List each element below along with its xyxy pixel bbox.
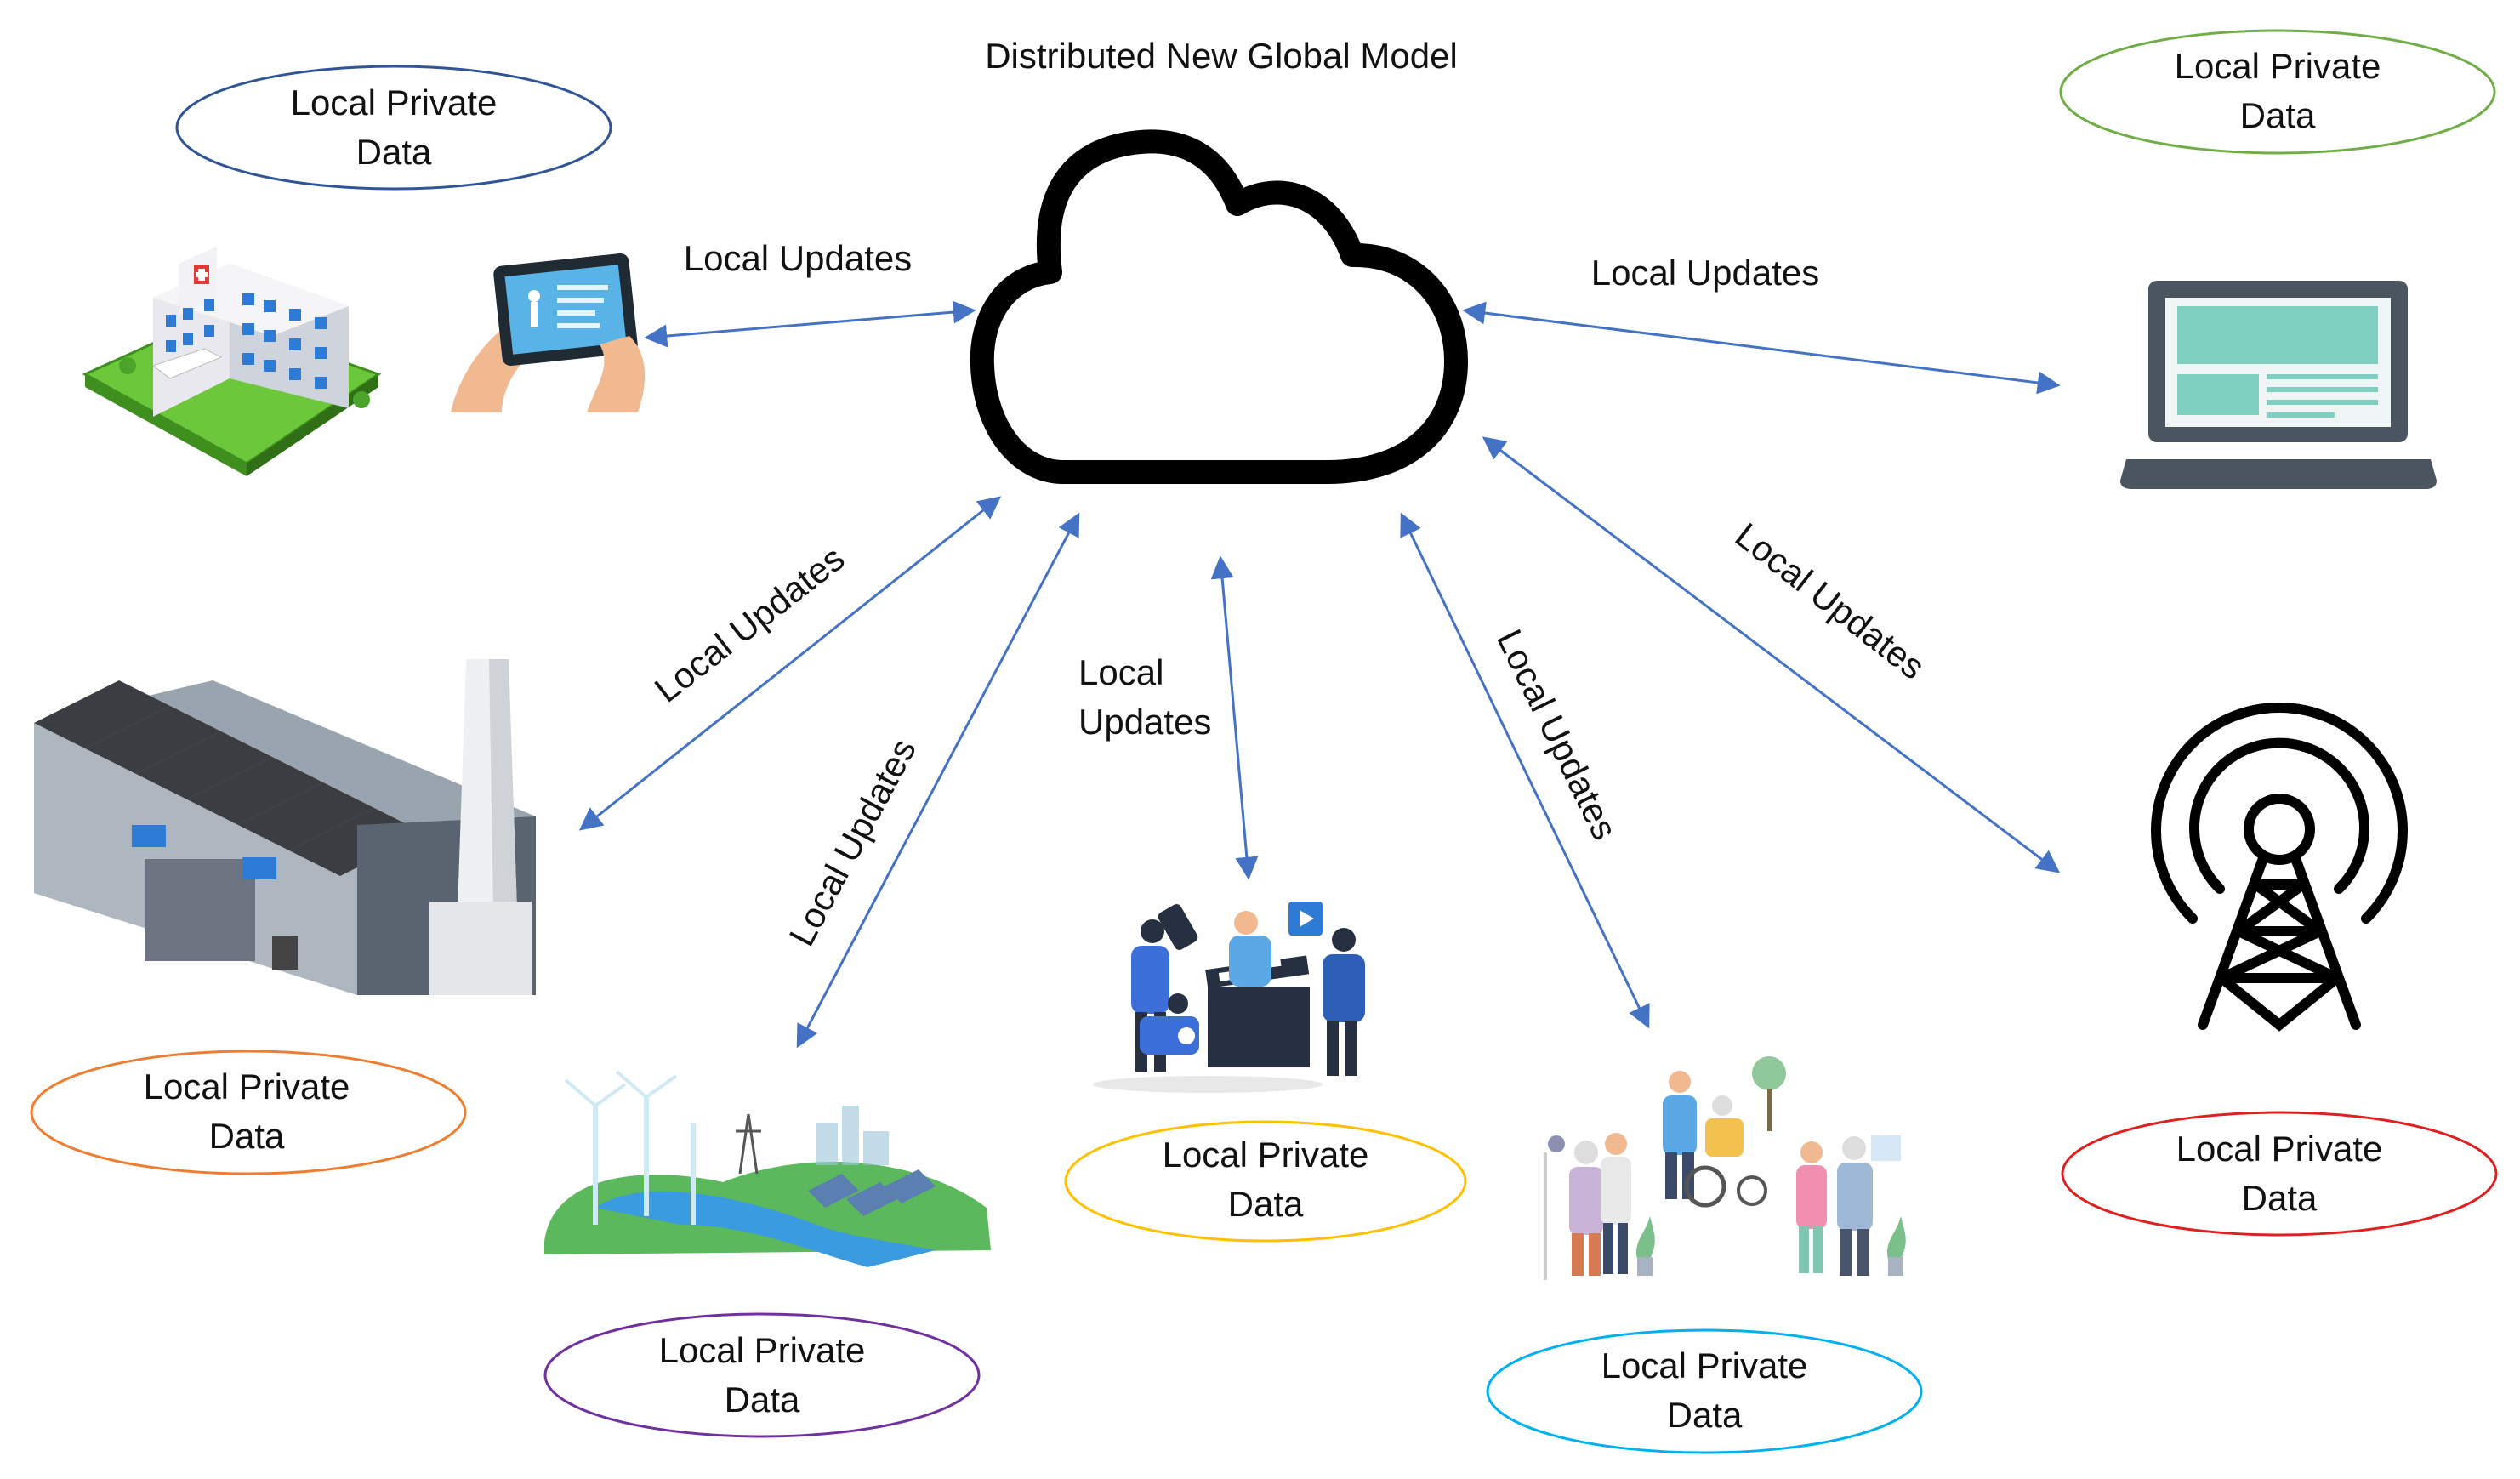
data-ellipse-care: Local Private Data xyxy=(1486,1328,1923,1454)
data-label-line1: Local Private xyxy=(2175,46,2381,86)
arrow-tower xyxy=(1482,436,2061,873)
data-ellipse-media: Local Private Data xyxy=(1064,1120,1467,1243)
data-label-line1: Local Private xyxy=(291,82,498,122)
data-ellipse-energy: Local Private Data xyxy=(543,1312,981,1438)
label-local-updates-hospital: Local Updates xyxy=(684,238,913,278)
data-label-line2: Data xyxy=(1228,1184,1304,1224)
data-label-line1: Local Private xyxy=(659,1330,866,1370)
arrow-care xyxy=(1400,512,1650,1029)
data-label-line1: Local Private xyxy=(1601,1345,1808,1385)
data-label-line1: Local Private xyxy=(144,1067,350,1106)
data-label-line2: Data xyxy=(209,1116,285,1156)
tablet-icon xyxy=(451,253,646,412)
data-label-line2: Data xyxy=(1667,1395,1743,1435)
hospital-icon xyxy=(82,247,382,476)
data-label-line2: Data xyxy=(356,132,432,172)
arrow-hospital xyxy=(644,300,976,348)
arrow-laptop xyxy=(1462,301,2061,395)
data-ellipse-tower: Local Private Data xyxy=(2061,1111,2498,1237)
label-local-updates-tower: Local Updates xyxy=(1728,515,1933,686)
data-label-line2: Data xyxy=(725,1379,800,1419)
elderly-care-icon xyxy=(1544,1056,1906,1280)
label-local-updates-care: Local Updates xyxy=(1489,623,1625,846)
data-label-line2: Data xyxy=(2242,1178,2318,1218)
arrow-factory xyxy=(578,496,1002,831)
arrow-energy xyxy=(796,512,1080,1049)
cloud-icon xyxy=(970,129,1468,484)
media-people-icon xyxy=(1093,902,1365,1093)
data-label-line1: Local Private xyxy=(2176,1129,2383,1169)
label-local-updates-media-line2: Updates xyxy=(1078,702,1211,742)
laptop-icon xyxy=(2120,281,2437,489)
data-label-line1: Local Private xyxy=(1163,1135,1369,1175)
data-ellipse-laptop: Local Private Data xyxy=(2059,29,2496,155)
arrow-media xyxy=(1210,555,1259,880)
label-local-updates-media-line1: Local xyxy=(1078,652,1163,692)
cell-tower-icon xyxy=(2151,703,2408,1032)
data-label-line2: Data xyxy=(2240,95,2316,135)
label-local-updates-energy: Local Updates xyxy=(781,732,924,953)
data-ellipse-hospital: Local Private Data xyxy=(175,65,612,191)
factory-icon xyxy=(34,659,536,995)
data-ellipse-factory: Local Private Data xyxy=(30,1050,467,1175)
renewable-energy-icon xyxy=(544,1070,991,1267)
label-local-updates-laptop: Local Updates xyxy=(1591,253,1820,293)
arrows xyxy=(578,300,2061,1049)
diagram-title: Distributed New Global Model xyxy=(985,36,1458,76)
label-local-updates-factory: Local Updates xyxy=(647,538,852,709)
